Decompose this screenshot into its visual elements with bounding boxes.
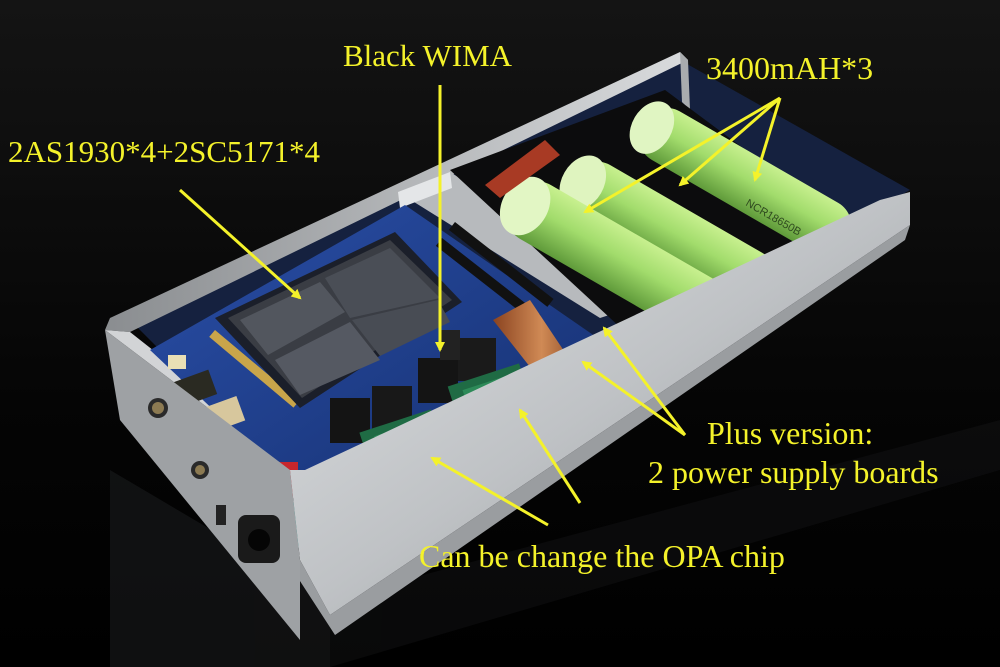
wima-capacitors [330, 330, 496, 443]
label-opa-chip: Can be change the OPA chip [419, 538, 785, 574]
label-power-boards: 2 power supply boards [648, 454, 939, 490]
transistor-block [215, 232, 462, 408]
arrow-batt-2 [678, 96, 781, 187]
battery-spring-red [485, 140, 560, 198]
battery-cell-front [499, 176, 728, 337]
arrow-power-1 [581, 360, 686, 437]
jack-middle [191, 461, 209, 479]
power-switch [216, 505, 226, 525]
label-transistors: 2AS1930*4+2SC5171*4 [8, 134, 321, 169]
arrow-opa-2 [518, 408, 582, 504]
table-reflection [110, 420, 1000, 667]
label-batteries: 3400mAH*3 [706, 50, 874, 86]
arrow-power-2 [602, 326, 687, 436]
pin-headers [209, 221, 554, 408]
arrow-batt-3 [752, 97, 782, 182]
enclosure-front-wall [290, 192, 910, 615]
enclosure-back-wall [105, 52, 688, 332]
arrow-batt-1 [583, 96, 781, 214]
arrow-opa-1 [430, 456, 549, 527]
label-plus-version: Plus version: [707, 415, 874, 451]
battery-cell-back [629, 101, 852, 255]
annotation-arrows [178, 85, 782, 527]
jack-left [148, 398, 168, 418]
label-black-wima: Black WIMA [343, 38, 513, 73]
arrow-transistors [178, 188, 302, 300]
headphone-jack [238, 515, 280, 563]
